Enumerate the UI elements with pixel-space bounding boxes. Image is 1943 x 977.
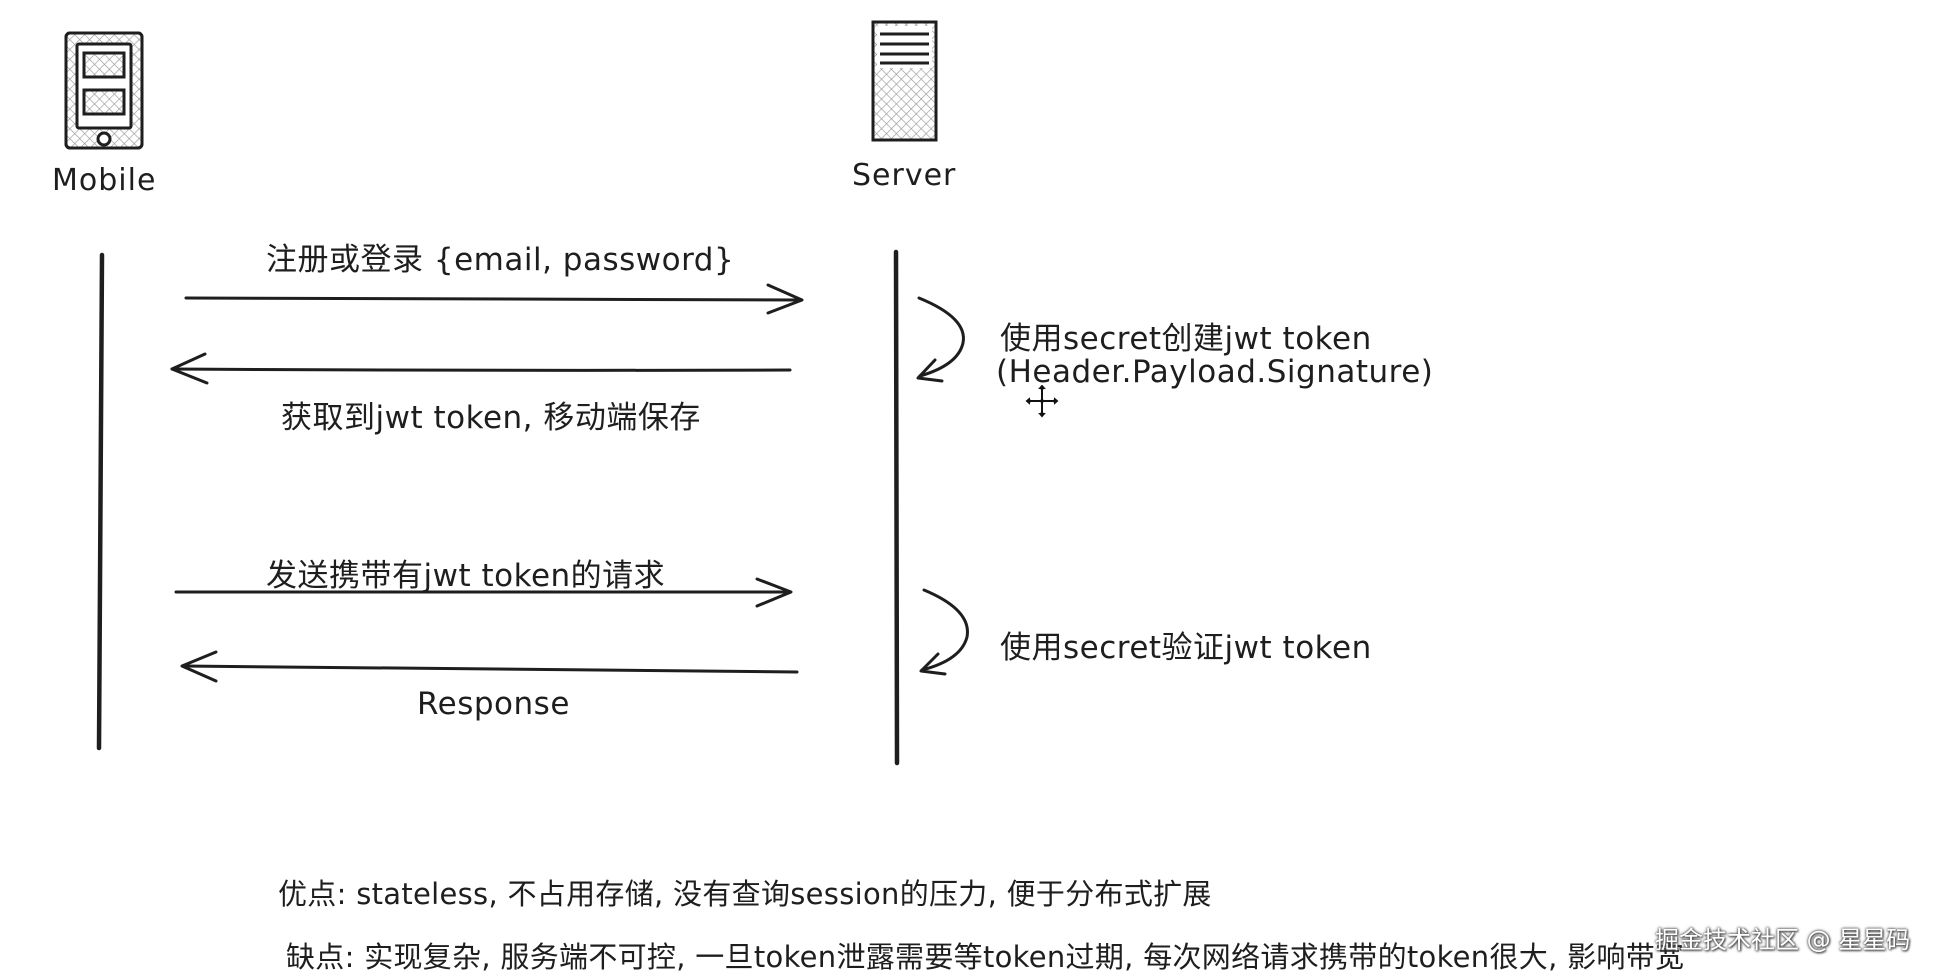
watermark: 掘金技术社区 @ 星星码 <box>1655 926 1911 954</box>
message-send-request: 发送携带有jwt token的请求 <box>266 558 666 594</box>
actor-label-mobile: Mobile <box>52 163 157 198</box>
summary-pros: 优点: stateless, 不占用存储, 没有查询session的压力, 便于… <box>278 877 1212 911</box>
mobile-phone-icon <box>64 31 144 150</box>
mobile-lifeline <box>96 252 105 751</box>
server-lifeline <box>893 249 900 766</box>
message-get-token: 获取到jwt token, 移动端保存 <box>281 400 701 436</box>
arrow-register-login <box>184 283 804 315</box>
message-register-login: 注册或登录 {email, password} <box>266 242 735 278</box>
note-create-token-line2: (Header.Payload.Signature) <box>996 354 1434 390</box>
actor-label-server: Server <box>852 158 957 193</box>
arrow-send-request <box>174 577 793 608</box>
move-cursor-icon <box>1023 382 1061 420</box>
note-create-token-line1: 使用secret创建jwt token <box>1000 321 1372 357</box>
self-arrow-create-token <box>916 296 965 383</box>
arrow-get-token <box>170 352 792 385</box>
message-response: Response <box>417 686 570 722</box>
server-tower-icon <box>871 20 938 142</box>
summary-cons: 缺点: 实现复杂, 服务端不可控, 一旦token泄露需要等token过期, 每… <box>286 940 1685 974</box>
self-arrow-verify-token <box>919 588 969 676</box>
arrow-response <box>180 650 799 683</box>
note-verify-token: 使用secret验证jwt token <box>1000 630 1372 666</box>
